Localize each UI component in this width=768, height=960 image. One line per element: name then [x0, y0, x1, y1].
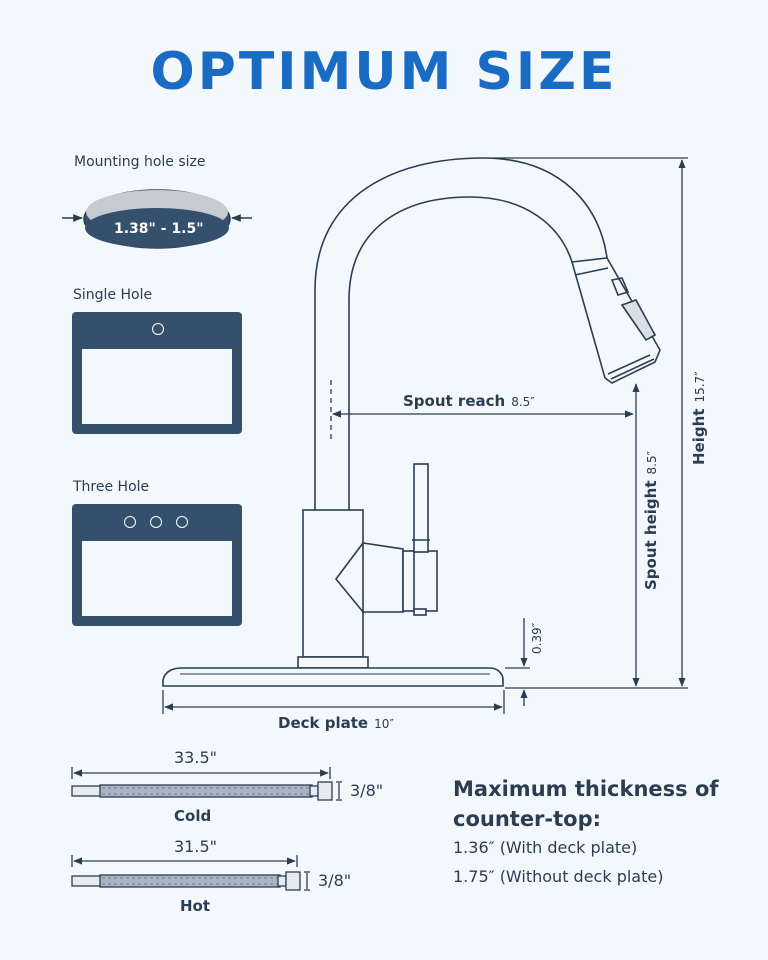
spout-height-value: 8.5″: [645, 450, 659, 475]
hot-hose-length: 31.5": [174, 837, 217, 856]
faucet-drawing: [162, 157, 661, 687]
three-hole-sink-icon: [72, 504, 242, 626]
counter-top-heading-line2: counter-top:: [453, 807, 602, 831]
mounting-hole-range: 1.38" - 1.5": [114, 221, 204, 237]
sink-basin: [82, 349, 232, 424]
spout-reach-dimension: Spout reach 8.5″: [403, 392, 535, 410]
tap-hole-icon: [152, 323, 164, 335]
mounting-hole-label: Mounting hole size: [74, 154, 206, 170]
spout-reach-value: 8.5″: [511, 395, 535, 409]
single-hole-sink-icon: [72, 312, 242, 434]
deck-plate-name: Deck plate: [278, 714, 369, 732]
mounting-hole-icon: [62, 189, 252, 249]
cold-hose-length: 33.5": [174, 748, 217, 767]
page-title: OPTIMUM SIZE: [150, 42, 618, 102]
three-hole-label: Three Hole: [73, 479, 150, 495]
cold-hose-label: Cold: [174, 807, 212, 825]
hot-hose-label: Hot: [180, 897, 211, 915]
counter-top-without-plate: 1.75″ (Without deck plate): [453, 867, 664, 886]
hot-hose-drawing: [71, 855, 310, 891]
single-hole-label: Single Hole: [73, 287, 153, 303]
spout-height-name: Spout height: [642, 480, 660, 591]
dimension-lines: [162, 157, 688, 714]
tap-hole-icon: [124, 516, 136, 528]
deck-plate-dimension: Deck plate 10″: [278, 714, 394, 732]
deck-plate-value: 10″: [374, 717, 394, 731]
height-value: 15.7″: [693, 371, 707, 403]
hot-hose-fitting: 3/8": [318, 871, 352, 890]
cold-hose-drawing: [71, 767, 342, 801]
spout-height-dimension: Spout height 8.5″: [642, 451, 660, 590]
tap-hole-icon: [150, 516, 162, 528]
counter-top-heading-line1: Maximum thickness of: [453, 777, 719, 801]
height-name: Height: [690, 408, 708, 465]
tap-hole-icon: [176, 516, 188, 528]
counter-top-with-plate: 1.36″ (With deck plate): [453, 838, 638, 857]
deck-thickness-value: 0.39″: [530, 622, 544, 654]
counter-top-heading: Maximum thickness of counter-top:: [453, 774, 719, 834]
sink-basin: [82, 541, 232, 616]
cold-hose-fitting: 3/8": [350, 781, 384, 800]
height-dimension: Height 15.7″: [690, 371, 708, 465]
spout-reach-name: Spout reach: [403, 392, 506, 410]
